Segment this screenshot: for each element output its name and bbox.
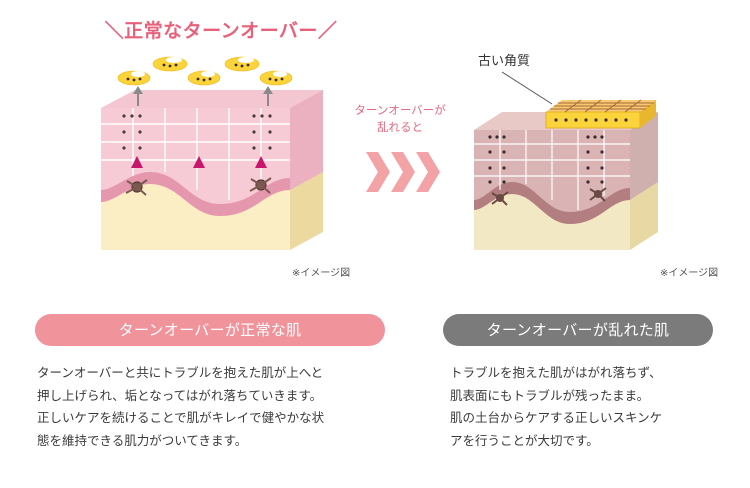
disrupted-caption-line-2: 乱れると bbox=[377, 120, 423, 134]
normal-turnover-headline: ＼正常なターンオーバー／ bbox=[104, 20, 338, 42]
normal-desc-line-3: 正しいケアを続けることで肌がキレイで健やかな状 bbox=[37, 410, 325, 425]
old-keratin-label: 古い角質 bbox=[478, 54, 531, 69]
disrupted-desc-line-2: 肌表面にもトラブルが残ったまま。 bbox=[450, 387, 650, 403]
normal-skin-illustration bbox=[101, 86, 323, 250]
normal-skin-pill: ターンオーバーが正常な肌 bbox=[35, 314, 385, 346]
disrupted-caption-line-1: ターンオーバーが bbox=[354, 103, 446, 117]
epidermis-layer bbox=[101, 108, 290, 216]
chevron-arrows-icon bbox=[366, 152, 440, 192]
disrupted-desc-line-4: アを行うことが大切です。 bbox=[450, 432, 599, 448]
disrupted-skin-illustration bbox=[474, 99, 658, 250]
normal-skin-description: ターンオーバーと共にトラブルを抱えた肌が上へと 押し上げられ、垢となってはがれ落… bbox=[37, 362, 392, 452]
shedding-flakes bbox=[117, 56, 293, 86]
normal-desc-line-4: 態を維持できる肌力がついてきます。 bbox=[37, 432, 248, 448]
normal-desc-line-1: ターンオーバーと共にトラブルを抱えた肌が上へと bbox=[37, 365, 324, 380]
disrupted-desc-line-3: 肌の土台からケアする正しいスキンケ bbox=[450, 410, 663, 425]
disrupted-caption: ターンオーバーが 乱れると bbox=[340, 102, 460, 136]
normal-desc-line-2: 押し上げられ、垢となってはがれ落ちていきます。 bbox=[37, 387, 323, 403]
image-note-right: ※イメージ図 bbox=[660, 268, 719, 279]
disrupted-skin-pill: ターンオーバーが乱れた肌 bbox=[443, 314, 713, 346]
old-keratin-block bbox=[545, 99, 656, 129]
image-note-left: ※イメージ図 bbox=[292, 268, 351, 279]
pointer-line bbox=[501, 71, 553, 105]
disrupted-desc-line-1: トラブルを抱えた肌がはがれ落ちず、 bbox=[450, 365, 662, 380]
disrupted-skin-description: トラブルを抱えた肌がはがれ落ちず、 肌表面にもトラブルが残ったまま。 肌の土台か… bbox=[450, 362, 730, 452]
